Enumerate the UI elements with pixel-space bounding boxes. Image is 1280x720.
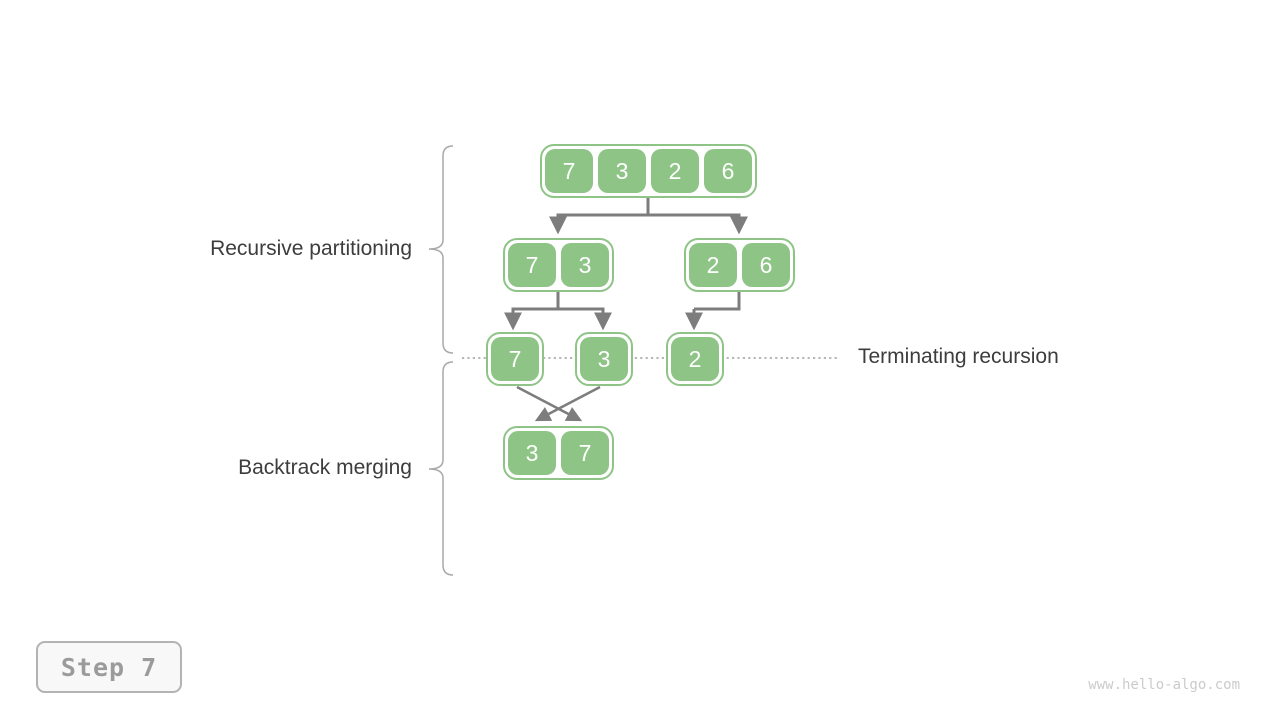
- array-cell: 7: [561, 431, 609, 475]
- label-terminating-recursion: Terminating recursion: [858, 345, 1059, 368]
- array-cell: 6: [704, 149, 752, 193]
- array-level3-single-3: 3: [575, 332, 633, 386]
- watermark: www.hello-algo.com: [1088, 677, 1240, 693]
- array-cell: 3: [508, 431, 556, 475]
- curly-brace-merging-icon: [428, 361, 454, 576]
- array-cell: 2: [689, 243, 737, 287]
- array-cell: 7: [545, 149, 593, 193]
- array-cell: 3: [598, 149, 646, 193]
- array-level2-left: 7 3: [503, 238, 614, 292]
- array-level1: 7 3 2 6: [540, 144, 757, 198]
- split-arrow-level2-left-icon: [504, 291, 612, 331]
- label-backtrack-merging: Backtrack merging: [238, 456, 412, 479]
- array-cell: 2: [671, 337, 719, 381]
- array-cell: 3: [561, 243, 609, 287]
- merge-arrow-cross-icon: [516, 385, 601, 422]
- split-arrow-level1-icon: [549, 196, 748, 235]
- split-arrow-level2-right-icon: [685, 291, 741, 331]
- array-cell: 7: [491, 337, 539, 381]
- array-cell: 3: [580, 337, 628, 381]
- curly-brace-partitioning-icon: [428, 145, 454, 354]
- array-level4-merged: 3 7: [503, 426, 614, 480]
- label-recursive-partitioning: Recursive partitioning: [210, 237, 412, 260]
- array-level3-single-7: 7: [486, 332, 544, 386]
- step-badge: Step 7: [36, 641, 182, 693]
- array-cell: 2: [651, 149, 699, 193]
- array-level2-right: 2 6: [684, 238, 795, 292]
- array-level3-single-2: 2: [666, 332, 724, 386]
- array-cell: 7: [508, 243, 556, 287]
- array-cell: 6: [742, 243, 790, 287]
